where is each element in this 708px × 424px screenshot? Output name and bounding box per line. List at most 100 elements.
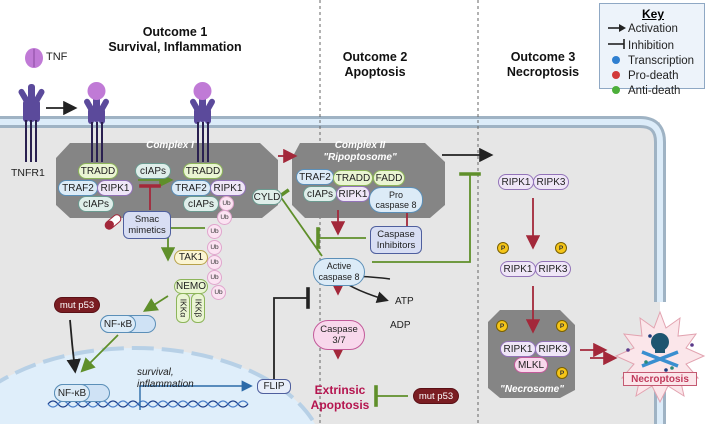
receptor-bound-1 [84,82,109,162]
receptor-unbound [18,84,45,162]
procaspase-8: Pro caspase 8 [369,187,423,213]
ripk3-p: RIPK3 [535,261,571,277]
active-casp8-line2: caspase 8 [318,272,360,282]
legend-item-pro-death: Pro-death [608,70,679,82]
inhibitors-line2: Inhibitors [376,240,416,251]
ripk1-p: RIPK1 [500,261,536,277]
tradd-c2: TRADD [333,170,373,186]
legend-label: Inhibition [628,39,675,52]
legend-title: Key [641,7,664,21]
mut-p53-left: mut p53 [54,297,100,313]
caspase-inhibitors[interactable]: Caspase Inhibitors [370,226,422,254]
ubiquitin: Ub [207,224,222,239]
ripoptosome-title: "Ripoptosome" [323,152,397,163]
inhibition-tbar-icon [608,39,628,52]
outcome-2-heading: Outcome 2 [342,50,408,64]
nfkb-cyto: NF-κB [100,315,136,333]
outcome-1-subtitle: Survival, Inflammation [108,40,242,54]
phospho-p: P [497,242,509,254]
legend-item-inhibition: Inhibition [608,39,674,52]
ripk1-o3: RIPK1 [498,174,534,190]
ubiquitin: Ub [207,240,222,255]
ikk-beta-label: IKKβ [193,298,203,318]
pro-death-dot-icon [612,71,620,79]
active-casp8-line1: Active [326,261,352,271]
atp-label: ATP [395,296,414,307]
necrosome-label: "Necrosome" [500,384,564,395]
mut-p53-right: mut p53 [413,388,459,404]
procasp-line2: caspase 8 [375,200,417,210]
tradd-left: TRADD [78,163,118,179]
ciaps-c2: cIAPs [303,186,337,202]
ubiquitin: Ub [217,210,232,225]
inhibitors-line1: Caspase [377,229,415,240]
ikk-alpha: IKKα [176,293,190,323]
arrow-mutp53-nfkb [66,319,81,374]
ubiquitin: Ub [207,270,222,285]
outcome-3-heading: Outcome 3 [510,50,576,64]
legend-item-anti-death: Anti-death [608,85,680,97]
tnf-label: TNF [46,51,68,63]
ikk-beta: IKKβ [191,293,205,323]
legend-key: Key Activation Inhibition Transcription … [599,3,705,97]
ubiquitin: Ub [211,285,226,300]
ciaps-free: cIAPs [135,163,171,179]
inflammation-text: inflammation [137,379,194,390]
outcome-1-heading: Outcome 1 [142,25,208,39]
necroptosis-burst-icon [614,310,706,404]
tnfr1-label: TNFR1 [11,167,45,179]
legend-label: Transcription [628,55,695,67]
ripk3-o3: RIPK3 [533,174,569,190]
transcription-output: survival, inflammation [137,367,194,391]
phospho-p: P [556,367,568,379]
complex-ii-label: Complex II "Ripoptosome" [310,140,410,164]
smac-line1: Smac [134,214,160,225]
ubiquitin: Ub [219,196,234,211]
phospho-p: P [496,320,508,332]
procasp-line1: Pro [388,190,403,200]
legend-label: Activation [628,23,678,35]
mlkl: MLKL [514,357,548,373]
activation-arrow-icon [608,23,628,35]
ripk1-necrosome: RIPK1 [500,341,536,357]
smac-mimetics[interactable]: Smac mimetics [123,211,171,239]
receptor-bound-2 [190,82,215,162]
inhibit-casp8-cyld [270,188,323,257]
necroptosis-badge: Necroptosis [623,372,697,386]
outcome-3-title: Outcome 3 Necroptosis [493,50,593,80]
adp-label: ADP [390,320,411,331]
arrow-transcription [139,380,253,410]
drug-capsule-icon [104,214,122,230]
complex-i-label: Complex I [146,140,194,151]
inhibit-casp8-necroptosis [372,172,481,263]
flip: FLIP [257,379,291,394]
outcome-3-subtitle: Necroptosis [506,65,580,79]
complex-ii-title: Complex II [334,140,386,151]
traf2-left: TRAF2 [58,180,98,196]
ripk1-left: RIPK1 [97,180,133,196]
anti-death-dot-icon [612,86,620,94]
apoptosis-text: Apoptosis [310,398,370,412]
tak1: TAK1 [174,250,208,265]
casp37-line1: Caspase [320,324,358,335]
outcome-2-title: Outcome 2 Apoptosis [320,50,430,80]
caspase-3-7: Caspase 3/7 [313,320,365,350]
tradd-right: TRADD [183,163,223,179]
extrinsic-apoptosis-label: Extrinsic Apoptosis [300,383,380,413]
legend-item-activation: Activation [608,23,678,35]
arrow-nfkb-nucleus [80,334,119,373]
traf2-c2: TRAF2 [296,169,334,185]
tnfr1-receptors [18,82,215,162]
smac-line2: mimetics [128,225,166,236]
ripk1-c2: RIPK1 [336,186,370,202]
arrow-ikk-nfkb [142,295,169,312]
ripk1-right: RIPK1 [210,180,246,196]
skull-icon [651,333,669,351]
extrinsic-text: Extrinsic [314,383,366,397]
ciaps-right: cIAPs [183,196,219,212]
nemo: NEMO [174,279,208,294]
transcription-dot-icon [612,56,620,64]
survival-text: survival, [137,367,174,378]
traf2-right: TRAF2 [171,180,211,196]
